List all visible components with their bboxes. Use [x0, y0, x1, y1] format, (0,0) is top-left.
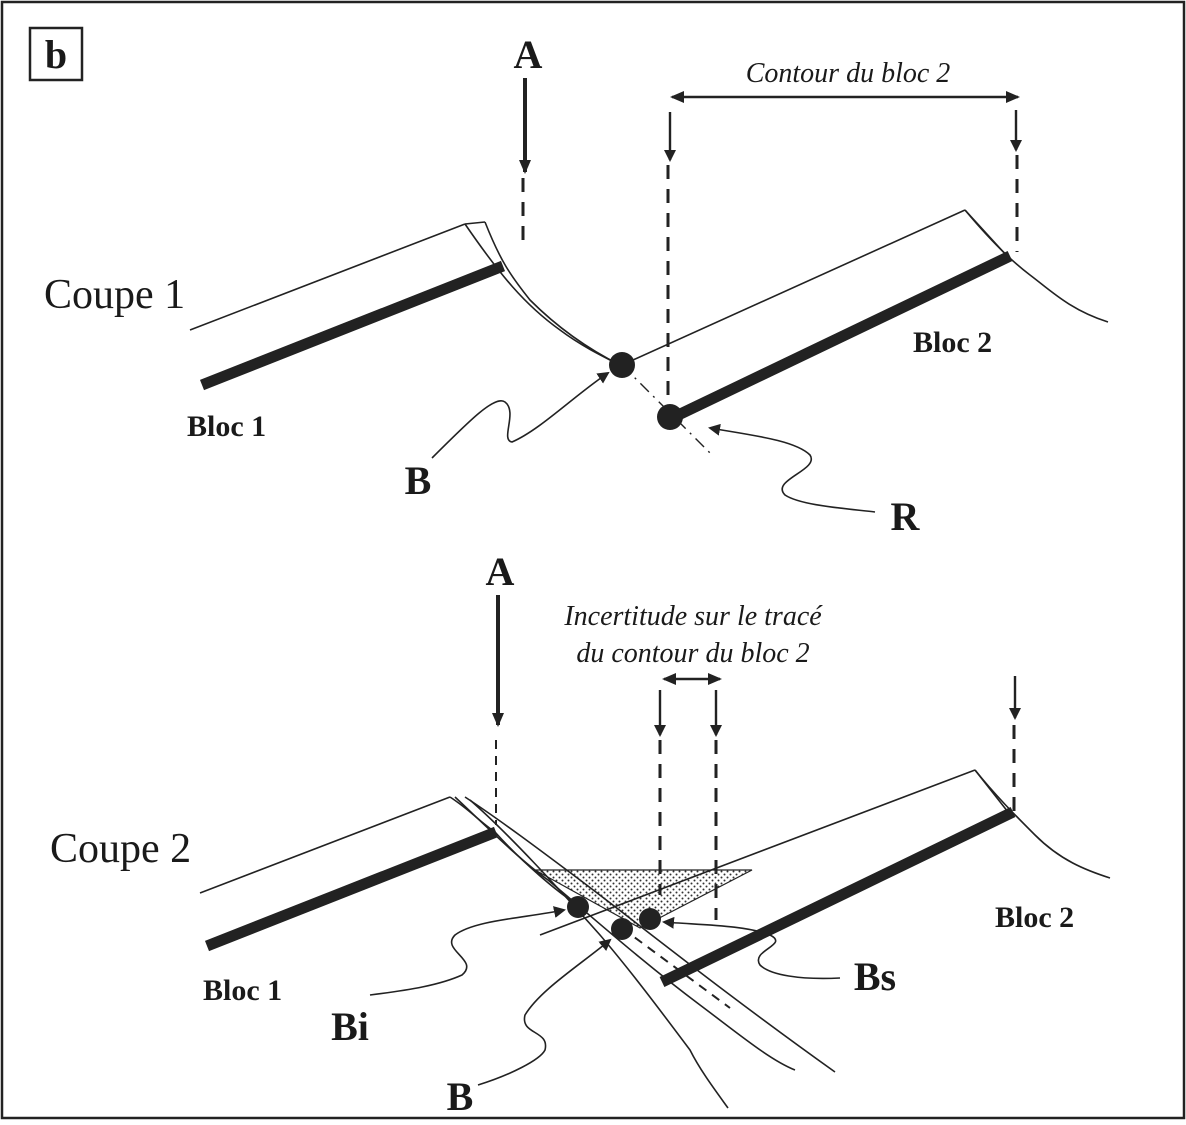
section-1-contour-label: Contour du bloc 2: [746, 58, 951, 89]
section-1-bloc1-slope-2: [485, 222, 620, 365]
section-1: Coupe 1 A Contour du bloc 2 Bloc 1 Bloc …: [44, 32, 1108, 539]
section-1-bloc1-edge: [465, 222, 485, 224]
section-2-bloc1-top: [200, 797, 450, 893]
section-2-title: Coupe 2: [50, 826, 191, 872]
section-2-uncertainty-line1: Incertitude sur le tracé: [563, 601, 823, 632]
section-1-point-r-pointer: [710, 428, 875, 512]
section-2-point-b-pointer: [478, 940, 610, 1085]
section-2-point-bi: [567, 896, 589, 918]
section-1-arrow-a-label: A: [514, 32, 543, 77]
section-2-point-bs-label: Bs: [854, 954, 896, 999]
section-1-bloc1-slope: [465, 224, 620, 365]
section-1-bloc1-bed: [202, 266, 503, 385]
section-1-point-r: [657, 404, 683, 430]
section-2-bloc2-label: Bloc 2: [995, 901, 1074, 934]
section-2-point-b: [611, 918, 633, 940]
section-1-bloc2-label: Bloc 2: [913, 326, 992, 359]
section-2-bloc1-bed: [207, 832, 496, 946]
section-2-fault-line-2: [465, 797, 835, 1072]
section-1-point-r-label: R: [891, 494, 921, 539]
section-1-point-b-pointer: [432, 373, 608, 458]
section-1-point-b-label: B: [405, 458, 432, 503]
section-2-point-bs: [639, 908, 661, 930]
section-2-arrow-a-label: A: [486, 549, 515, 594]
section-1-bloc1-top: [190, 224, 465, 330]
section-2-point-b-label: B: [447, 1074, 474, 1119]
panel-label: b: [45, 32, 67, 77]
section-2-bloc1-label: Bloc 1: [203, 974, 282, 1007]
section-1-title: Coupe 1: [44, 272, 185, 318]
section-2-uncertainty-line2: du contour du bloc 2: [576, 638, 809, 669]
section-2: Coupe 2 A Incertitude sur le tracé du co…: [50, 549, 1110, 1119]
section-2-fault-trace: [622, 928, 730, 1008]
section-2-point-bi-pointer: [370, 910, 564, 995]
section-2-bloc2-top: [540, 770, 975, 935]
section-1-bloc1-label: Bloc 1: [187, 410, 266, 443]
section-1-point-b: [609, 352, 635, 378]
section-2-point-bi-label: Bi: [331, 1004, 369, 1049]
